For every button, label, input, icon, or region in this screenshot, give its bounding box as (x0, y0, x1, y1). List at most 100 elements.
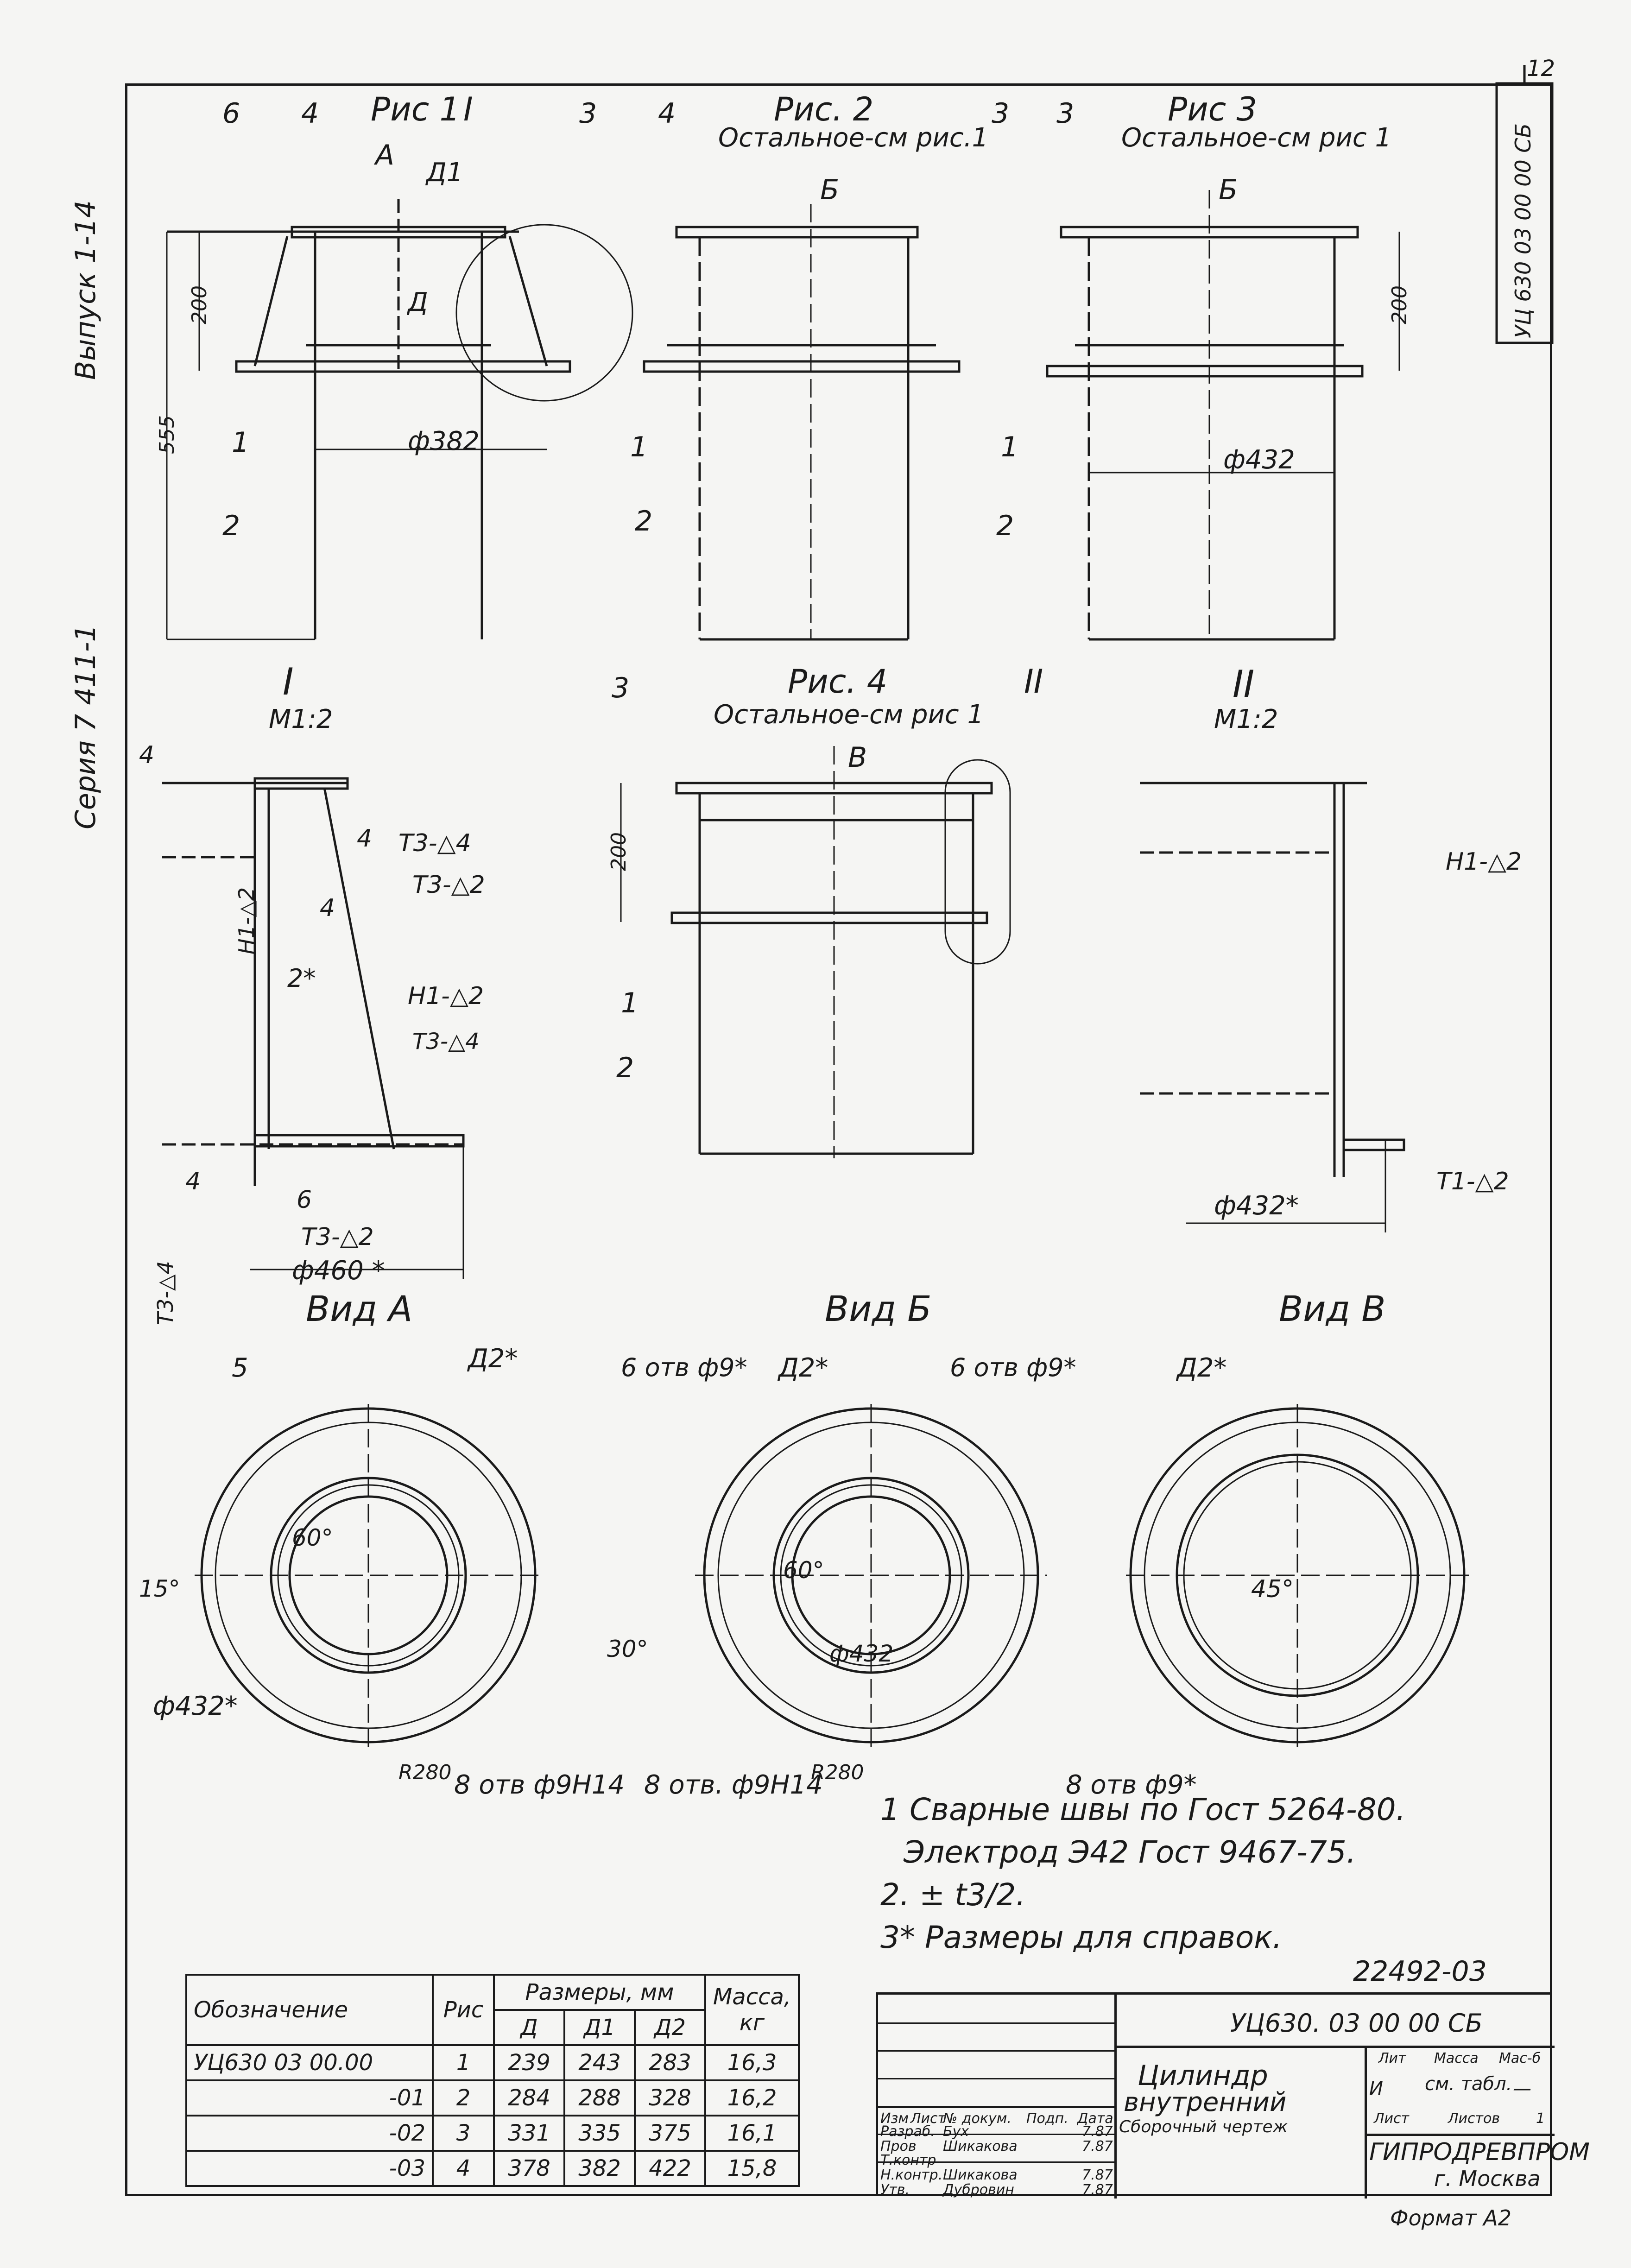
fig3-geometry (1046, 190, 1400, 641)
stamp-col-sign: Подп. (1026, 2110, 1068, 2127)
note-1-electrode: Электрод Э42 Гост 9467-75. (904, 1834, 1356, 1870)
col-fig: Рис (432, 1974, 495, 2046)
stamp-org-2: г. Москва (1434, 2166, 1541, 2191)
fig3-label-1: 1 (1001, 431, 1019, 463)
detail2-weld-H1-2: Н1-△2 (1446, 848, 1522, 876)
note-3: 3* Размеры для справок. (880, 1920, 1283, 1955)
vid-b-holes-6: 6 отв ф9* (950, 1353, 1076, 1382)
stamp-role-3: Н.контр. (880, 2167, 943, 2183)
fig1-label-4: 4 (301, 97, 319, 130)
cell-mass: 16,1 (704, 2115, 800, 2152)
cell-mass: 16,3 (704, 2044, 800, 2081)
col-mass: Масса, кг (704, 1974, 800, 2046)
stamp-title-3: Сборочный чертеж (1119, 2117, 1288, 2136)
vid-b-title: Вид Б (825, 1288, 932, 1329)
fig1-dim-phi382: ф382 (408, 426, 480, 456)
series-label: Серия 7 411-1 (70, 624, 102, 829)
detail1-weld-H1-2b: Н1-△2 (408, 982, 484, 1010)
vid-v-angle-45: 45° (1251, 1575, 1294, 1603)
detail2-dim-phi432: ф432* (1214, 1191, 1299, 1221)
vid-a-label-5: 5 (232, 1353, 248, 1383)
detail1-label-4a: 4 (139, 741, 155, 769)
vid-b-radius: R280 (811, 1761, 864, 1784)
cell-d1: 288 (563, 2079, 636, 2116)
detail1-label-4d: 4 (185, 1168, 201, 1195)
stamp-scale-label: Мас-б (1499, 2050, 1541, 2066)
fig1-dim-555: 555 (155, 415, 179, 454)
fig2-label-1: 1 (630, 431, 648, 463)
cell-fig: 2 (432, 2079, 495, 2116)
stamp-date-0: 7.87 (1082, 2123, 1113, 2140)
fig3-label-2: 2 (996, 510, 1014, 542)
stamp-scale: — (1513, 2078, 1531, 2099)
fig1-label-1: 1 (232, 426, 250, 459)
detail2-geometry (1140, 782, 1405, 1232)
col-d1: Д1 (563, 2009, 636, 2046)
vid-a-holes-6: 6 отв ф9* (621, 1353, 747, 1382)
detail1-weld-T3-2b: Т3-△2 (301, 1223, 374, 1251)
vid-v-geometry (1126, 1404, 1469, 1747)
cell-d: 378 (493, 2150, 565, 2187)
cell-d2: 375 (634, 2115, 706, 2152)
doc-number: 22492-03 (1353, 1955, 1487, 1988)
cell-d1: 382 (563, 2150, 636, 2187)
table-row: -02 3 331 335 375 16,1 (185, 2115, 800, 2152)
fig1-dim-200: 200 (188, 285, 211, 324)
table-row: -01 2 284 288 328 16,2 (185, 2079, 800, 2116)
cell-designation: -03 (185, 2150, 434, 2187)
cell-d: 284 (493, 2079, 565, 2116)
title-block: УЦ630. 03 00 00 СБ Цилиндр внутренний Сб… (876, 1992, 1590, 2199)
detail1-weld-H1-2a: Н1-△2 (234, 887, 259, 954)
vid-v-holes-8: 8 отв ф9* (1066, 1770, 1197, 1800)
stamp-date-1: 7.87 (1082, 2138, 1113, 2154)
stamp-col-doc: № докум. (943, 2110, 1011, 2127)
fig4-label-1: 1 (621, 987, 639, 1019)
fig4-label-II: II (1024, 663, 1043, 701)
stamp-sheets: 1 (1536, 2110, 1545, 2127)
detail1-scale: М1:2 (269, 704, 333, 734)
fig4-geometry (620, 746, 1011, 1158)
detail1-label-4c: 4 (320, 894, 335, 922)
note-2: 2. ± t3/2. (880, 1877, 1026, 1913)
vid-a-title: Вид А (306, 1288, 413, 1329)
table-row: УЦ630 03 00.00 1 239 243 283 16,3 (185, 2044, 800, 2081)
vid-b-angle-60: 60° (783, 1557, 824, 1584)
stamp-col-date: Дата (1077, 2110, 1113, 2127)
cell-mass: 15,8 (704, 2150, 800, 2187)
format-label: Формат А2 (1390, 2205, 1511, 2230)
stamp-date-3: 7.87 (1082, 2167, 1113, 2183)
fig2-label-3: 3 (992, 97, 1010, 130)
stamp-name-4: Дубровин (943, 2182, 1014, 2198)
stamp-name-3: Шикакова (943, 2167, 1018, 2183)
stamp-mass: см. табл. (1425, 2073, 1512, 2095)
stamp-role-2: Т.контр (880, 2152, 936, 2168)
vid-a-angle-15: 15° (139, 1575, 180, 1602)
cell-fig: 1 (432, 2044, 495, 2081)
cell-fig: 3 (432, 2115, 495, 2152)
stamp-mass-label: Масса (1434, 2050, 1479, 2066)
fig3-view: Б (1219, 174, 1238, 206)
fig4-title: Рис. 4 (788, 663, 888, 701)
cell-d: 331 (493, 2115, 565, 2152)
fig1-geometry (166, 199, 633, 640)
issue-label: Выпуск 1-14 (70, 200, 102, 380)
detail1-weld-T3-4: Т3-△4 (398, 829, 471, 857)
stamp-title-1: Цилиндр (1138, 2060, 1268, 2092)
table-row: -03 4 378 382 422 15,8 (185, 2150, 800, 2187)
spec-table-header-1: Обозначение Рис Размеры, мм Масса, кг (185, 1974, 800, 2046)
detail1-weld-T3-2: Т3-△2 (412, 871, 485, 899)
fig2-title: Рис. 2 (774, 90, 874, 128)
vid-b-holes-8: 8 отв. ф9Н14 (644, 1770, 823, 1800)
detail1-weld-T3-4b: Т3-△4 (412, 1029, 480, 1055)
cell-d2: 328 (634, 2079, 706, 2116)
cell-mass: 16,2 (704, 2079, 800, 2116)
fig3-title: Рис 3 (1168, 90, 1257, 128)
stamp-role-4: Утв. (880, 2182, 910, 2198)
fig2-label-4: 4 (658, 97, 676, 130)
vid-a-dim-phi432: ф432* (153, 1691, 238, 1721)
detail1-dim-6: 6 (297, 1186, 312, 1214)
vid-v-dim-D2: Д2* (1177, 1353, 1227, 1383)
detail2-title: II (1233, 663, 1255, 706)
vid-a-angle-60: 60° (292, 1524, 333, 1551)
